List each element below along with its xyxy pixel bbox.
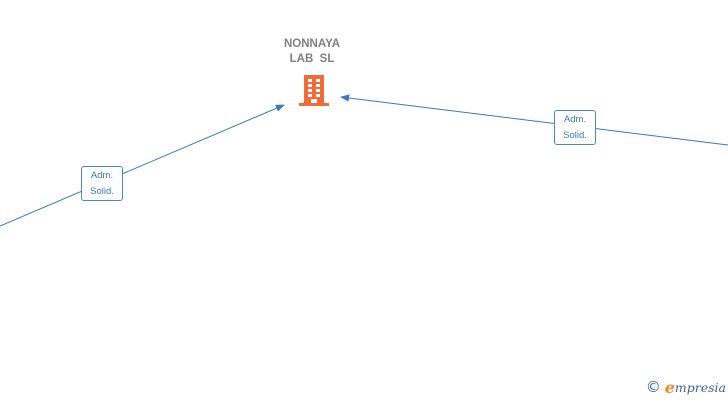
footer-brand: © e mpresia (646, 377, 726, 397)
edge-label-role: Adm. (90, 170, 114, 181)
edge-label-role: Adm. (563, 114, 587, 125)
edge-left-to-company (0, 104, 285, 227)
company-name[interactable]: NONNAYA LAB SL (283, 38, 341, 65)
brand-logo-initial: e (664, 377, 675, 397)
building-icon[interactable] (296, 72, 332, 108)
copyright-icon: © (645, 378, 661, 396)
edge-label-role-type: Solid. (563, 130, 587, 141)
brand-logo-text: mpresia (674, 379, 726, 395)
edge-label-role-type: Solid. (90, 186, 114, 197)
edge-label-left[interactable]: Adm. Solid. (81, 166, 123, 201)
edge-right-to-company (340, 94, 728, 146)
edge-label-right[interactable]: Adm. Solid. (554, 110, 596, 145)
